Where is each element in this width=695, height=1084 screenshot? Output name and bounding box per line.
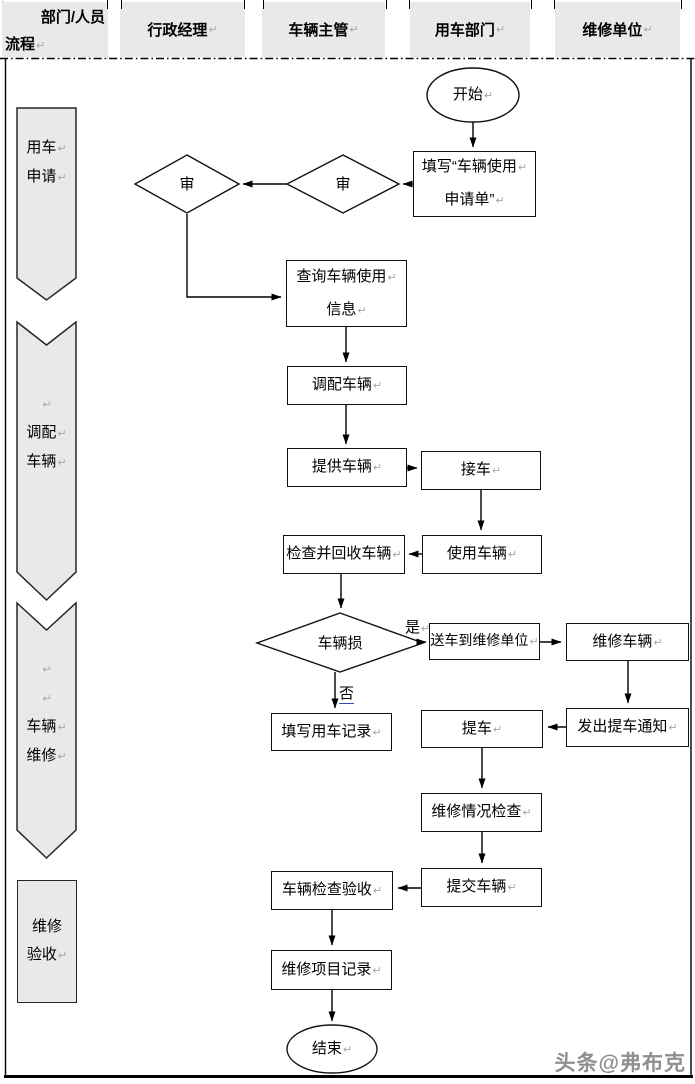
corner-bottom-label: 流程↵ — [5, 36, 46, 53]
node-vehicle-check-acceptance: 车辆检查验收↵ — [271, 871, 393, 910]
phase-label-repair-acceptance: 维修 验收↵ — [17, 880, 77, 1003]
return-mark: ↵ — [507, 882, 517, 894]
return-mark: ↵ — [668, 722, 678, 734]
return-mark: ↵ — [517, 162, 528, 174]
corner-top-label: 部门/人员 — [40, 9, 105, 26]
phase-banner-vehicle-request — [16, 107, 77, 301]
return-mark: ↵ — [372, 726, 382, 739]
node-dispatch-vehicle: 调配车辆↵ — [287, 366, 407, 405]
return-mark: ↵ — [491, 465, 502, 477]
header-corner-cell: 部门/人员 流程↵ — [2, 2, 108, 57]
header-label: 行政经理 — [147, 22, 208, 39]
node-audit-left: 审 — [179, 175, 195, 193]
end-ellipse — [286, 1024, 378, 1074]
node-start: 开始↵ — [452, 85, 494, 103]
node-query-usage-info: 查询车辆使用↵ 信息↵ — [286, 260, 407, 327]
return-mark: ↵ — [392, 549, 402, 561]
vehicle-damaged-diamond — [254, 612, 426, 673]
node-repair-item-record: 维修项目记录↵ — [271, 950, 392, 990]
edge-label-yes: 是↵ — [405, 619, 431, 636]
return-mark: ↵ — [57, 172, 67, 184]
return-mark: ↵ — [208, 24, 218, 36]
header-cell-using-department: 用车部门↵ — [410, 2, 530, 57]
audit-diamond-left — [133, 154, 241, 214]
watermark-text: 头条@弗布克 — [554, 1052, 686, 1075]
return-mark: ↵ — [57, 457, 67, 469]
phase-label-vehicle-request: 用车↵ 申请↵ — [26, 139, 67, 185]
node-pickup-vehicle: 提车↵ — [421, 710, 543, 748]
node-send-to-repair-unit: 送车到维修单位↵ — [429, 623, 540, 660]
return-mark: ↵ — [387, 271, 397, 284]
header-gap-notch — [531, 0, 555, 9]
edge-audit-left-to-query — [186, 214, 282, 301]
node-receive-vehicle: 接车↵ — [421, 451, 541, 490]
node-issue-pickup-notice: 发出提车通知↵ — [566, 708, 689, 747]
return-mark: ↵ — [342, 1043, 353, 1056]
node-submit-vehicle: 提交车辆↵ — [421, 868, 542, 907]
header-gap-notch — [107, 0, 122, 9]
node-repair-condition-check: 维修情况检查↵ — [421, 793, 542, 832]
return-mark: ↵ — [372, 380, 383, 392]
phase-banner-vehicle-repair — [16, 601, 77, 860]
return-mark: ↵ — [57, 751, 67, 763]
return-mark: ↵ — [492, 723, 503, 736]
return-mark: ↵ — [643, 24, 653, 36]
return-mark: ↵ — [495, 24, 506, 36]
return-mark: ↵ — [372, 885, 383, 897]
return-mark: ↵ — [42, 399, 52, 411]
phase-label-vehicle-repair: ↵ ↵ 车辆↵ 维修↵ — [26, 664, 67, 764]
return-mark: ↵ — [653, 636, 663, 649]
header-gap-notch — [681, 0, 694, 9]
phase-banner-dispatch-vehicle — [16, 320, 77, 602]
return-mark: ↵ — [57, 722, 67, 734]
header-cell-vehicle-supervisor: 车辆主管↵ — [262, 2, 385, 57]
return-mark: ↵ — [349, 24, 359, 36]
return-mark: ↵ — [357, 304, 367, 317]
node-check-and-recover: 检查并回收车辆↵ — [283, 535, 405, 574]
return-mark: ↵ — [42, 693, 52, 705]
return-mark: ↵ — [42, 664, 52, 676]
header-label: 维修单位 — [582, 22, 643, 39]
header-gap-notch — [244, 0, 264, 9]
return-mark: ↵ — [507, 549, 518, 561]
node-vehicle-damaged-decision: 车辆损 — [317, 634, 363, 652]
return-mark: ↵ — [57, 950, 68, 962]
return-mark: ↵ — [36, 40, 46, 52]
return-mark: ↵ — [372, 964, 382, 977]
node-end: 结束↵ — [311, 1039, 353, 1057]
return-mark: ↵ — [57, 143, 67, 155]
node-use-vehicle: 使用车辆↵ — [422, 535, 542, 574]
return-mark: ↵ — [372, 462, 383, 474]
edge-label-no: 否 — [339, 685, 355, 704]
audit-diamond-right — [285, 154, 401, 214]
return-mark: ↵ — [529, 636, 539, 648]
node-fill-application-form: 填写“车辆使用↵ 申请单”↵ — [413, 151, 536, 217]
return-mark: ↵ — [421, 623, 431, 635]
header-cell-repair-unit: 维修单位↵ — [555, 2, 680, 57]
return-mark: ↵ — [57, 428, 67, 440]
header-gap-notch — [386, 0, 410, 9]
return-mark: ↵ — [483, 89, 494, 102]
header-label: 用车部门 — [434, 22, 495, 39]
node-repair-vehicle: 维修车辆↵ — [566, 623, 689, 661]
node-provide-vehicle: 提供车辆↵ — [287, 448, 407, 487]
header-cell-admin-manager: 行政经理↵ — [120, 2, 245, 57]
return-mark: ↵ — [522, 807, 532, 819]
node-fill-usage-record: 填写用车记录↵ — [271, 713, 392, 751]
return-mark: ↵ — [495, 195, 505, 207]
node-audit-right: 审 — [335, 175, 351, 193]
header-label: 车辆主管 — [288, 22, 349, 39]
phase-label-dispatch-vehicle: ↵ 调配↵ 车辆↵ — [26, 399, 67, 470]
